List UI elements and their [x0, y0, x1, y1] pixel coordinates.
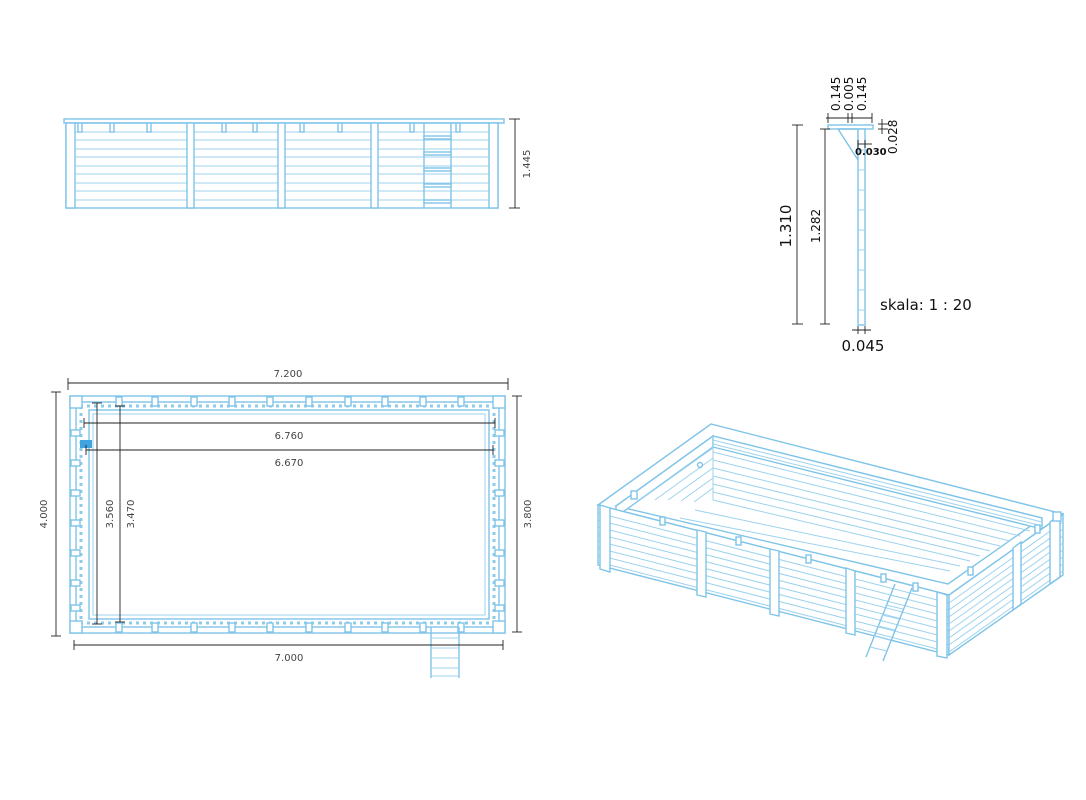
section-coping-dimension: 0.028 — [878, 119, 900, 154]
section-wall-thickness-dimension: 0.045 — [842, 326, 885, 355]
plan-outer-outline — [69, 395, 506, 634]
plan-inner-outline — [88, 409, 490, 620]
iso-front-posts — [599, 504, 948, 659]
plan-posts-bottom — [115, 622, 465, 633]
section-total-height-dimension: 1.310 — [777, 124, 803, 325]
iso-ladder — [865, 583, 913, 662]
section-wall-joints — [858, 149, 865, 311]
plan-dim-outer-height: 4.000 — [39, 391, 61, 637]
iso-inner-planks — [639, 436, 1031, 572]
plan-dim-outer-width: 7.200 — [67, 369, 509, 390]
section-overlap-dimension: 0.030 — [855, 140, 887, 158]
plan-outer-width-label: 7.200 — [274, 369, 303, 380]
isometric-view — [596, 423, 1065, 662]
front-height-dimension: 1.445 — [509, 118, 533, 209]
plan-bottom-width-label: 7.000 — [275, 653, 304, 664]
section-bracket — [837, 128, 859, 161]
section-top-dim-3: 0.145 — [855, 77, 869, 111]
plan-dim-bottom-width: 7.000 — [73, 640, 504, 664]
plan-ladder — [430, 627, 460, 678]
section-top-dim-2: 0.005 — [842, 77, 856, 111]
plan-dim-right-height: 3.800 — [512, 395, 534, 633]
plan-dim-inner-width-2: 6.670 — [85, 445, 494, 469]
iso-right-wall-planks — [948, 521, 1064, 653]
plan-inner-height-1-label: 3.560 — [105, 500, 116, 529]
plan-posts-left — [70, 429, 81, 612]
front-wall-posts — [65, 122, 499, 209]
section-total-height-label: 1.310 — [777, 205, 795, 248]
plan-right-height-label: 3.800 — [523, 500, 534, 529]
plan-dim-inner-height-1: 3.560 — [92, 402, 116, 625]
iso-corner-cap — [1052, 511, 1062, 522]
iso-right-posts — [967, 513, 1061, 612]
iso-front-brackets — [630, 490, 919, 592]
plan-inner-height-2-label: 3.470 — [126, 500, 137, 529]
iso-skimmer — [696, 461, 704, 469]
plan-outer-height-label: 4.000 — [39, 500, 50, 529]
plan-posts-top — [115, 396, 465, 407]
section-wall-height-label: 1.282 — [809, 209, 823, 243]
front-elevation-view: 1.445 — [63, 118, 533, 209]
section-wall-height-dimension: 1.282 — [809, 128, 830, 325]
section-detail-view: 0.145 0.005 0.145 0.028 0.030 1.310 — [777, 77, 972, 355]
plan-inner-width-2-label: 6.670 — [275, 458, 304, 469]
plan-dim-inner-height-2: 3.470 — [115, 405, 137, 623]
section-wall-thickness-label: 0.045 — [842, 337, 885, 355]
section-overlap-label: 0.030 — [855, 147, 887, 158]
plan-skimmer — [80, 440, 92, 448]
plan-inner-width-1-label: 6.760 — [275, 431, 304, 442]
front-height-label: 1.445 — [522, 150, 533, 179]
plan-corners — [69, 395, 506, 634]
section-top-dim-1: 0.145 — [829, 77, 843, 111]
front-top-brackets — [77, 122, 461, 133]
scale-label: skala: 1 : 20 — [880, 296, 972, 314]
plan-view: 7.200 6.760 6.670 7.000 4.000 — [39, 369, 534, 678]
plan-dim-inner-width-1: 6.760 — [83, 418, 496, 442]
plan-posts-right — [494, 429, 505, 612]
section-top-dimensions: 0.145 0.005 0.145 — [826, 77, 873, 123]
front-ladder — [423, 123, 452, 208]
section-wall — [857, 128, 866, 326]
section-coping-label: 0.028 — [886, 120, 900, 154]
